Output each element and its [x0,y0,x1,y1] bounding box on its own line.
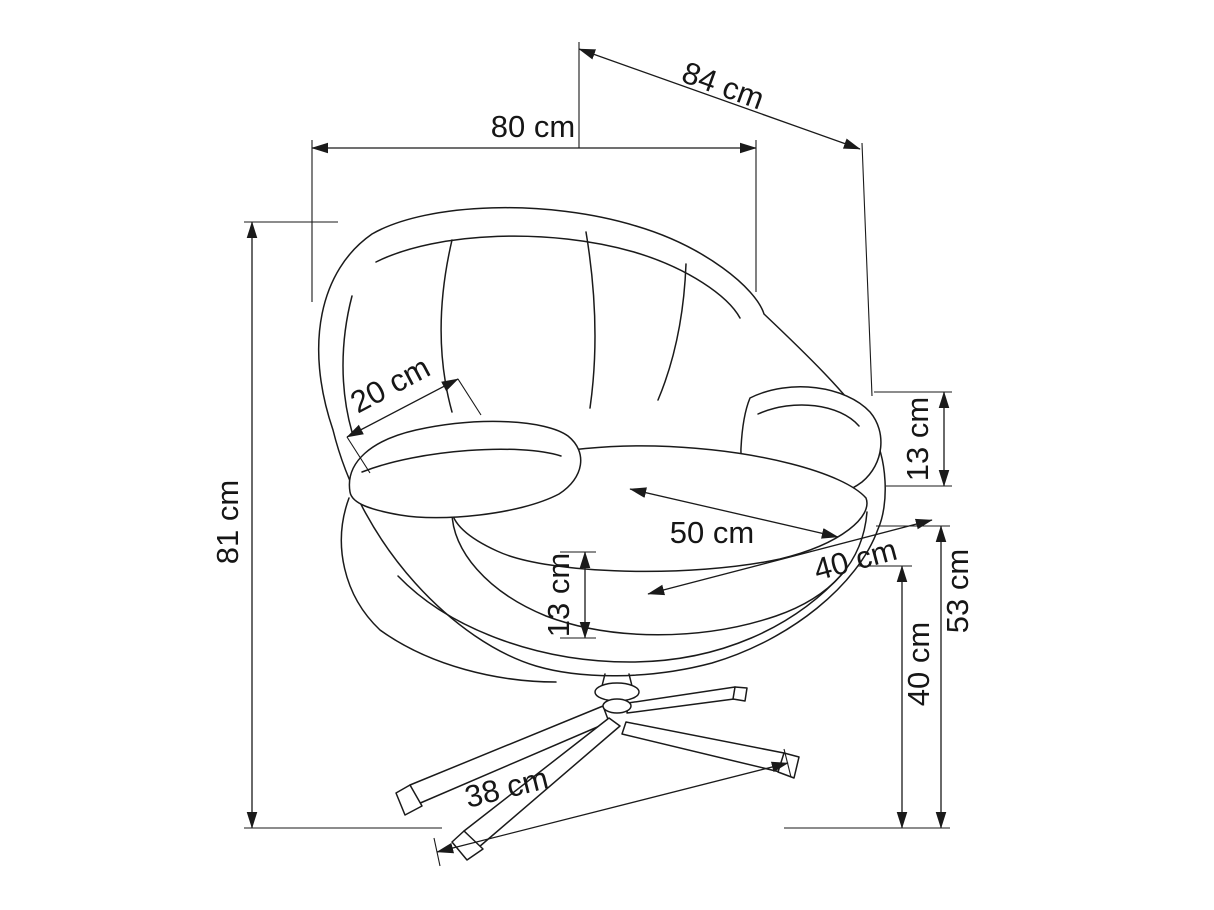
dim-seat-cushion-label: 13 cm [541,553,576,637]
dim-armrest-width-line [346,378,459,438]
dim-armrest-width-extensions [346,378,482,474]
dim-backrest-thickness-label: 13 cm [900,397,935,481]
dim-overall-height-extensions [244,221,442,829]
dim-overall-depth-label: 84 cm [678,55,769,117]
dim-seat-width-label: 50 cm [670,515,754,550]
dim-base-width-line [436,761,789,854]
armrest-left-seam [361,448,562,473]
dim-overall-width: 80 cm [311,109,757,302]
dim-overall-height-label: 81 cm [210,480,245,564]
backrest-inner-edge [375,235,741,319]
dim-overall-width-extensions [311,140,757,302]
dim-back-height: 53 cm [784,525,975,829]
base-leg-right [621,721,785,773]
dim-seat-depth-line [647,518,933,596]
chair-drawing [317,206,886,861]
dim-seat-height-label: 40 cm [901,622,936,706]
base-foot-back [732,686,748,702]
pedestal-hub-lower [602,698,632,714]
dim-backrest-thickness: 13 cm [874,391,952,487]
dim-seat-cushion-thickness: 13 cm [541,551,596,639]
dim-overall-height: 81 cm [210,221,442,829]
armrest-right-seam [757,404,860,427]
dim-seat-height: 40 cm [858,565,936,829]
dim-overall-depth-line [578,48,861,150]
shell-front-contours [340,497,845,683]
dim-overall-width-label: 80 cm [491,109,575,144]
dim-back-height-label: 53 cm [940,549,975,633]
base-legs [395,686,800,861]
base-leg-back [626,686,736,714]
base-foot-left [395,784,423,816]
